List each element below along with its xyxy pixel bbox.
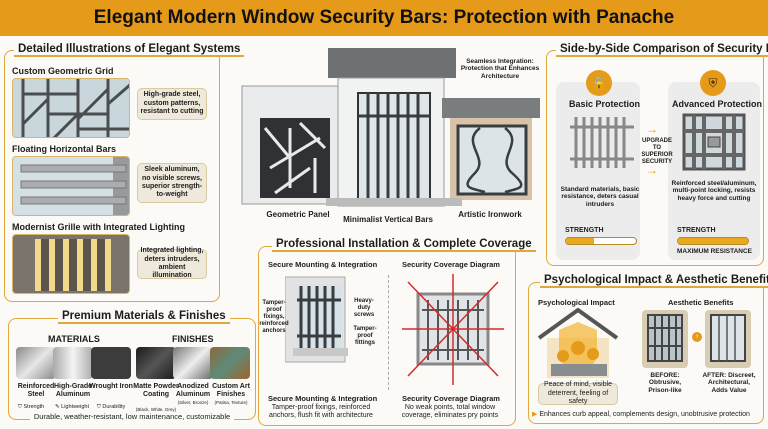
shield-icon: ⛉ [17, 404, 22, 410]
artistic-ironwork [456, 124, 528, 196]
strength-fill [566, 238, 594, 244]
advanced-strength-bar [677, 237, 749, 245]
illustrations-title: Detailed Illustrations of Elegant System… [14, 43, 245, 57]
building-label: Geometric Panel [266, 210, 330, 219]
coverage-heading: Security Coverage Diagram [402, 260, 500, 269]
anodized-swatch [173, 347, 213, 379]
basic-card [556, 82, 640, 260]
footer-text: Enhances curb appeal, complements design… [539, 411, 750, 418]
basic-bars-icon [570, 117, 634, 168]
art-finish-swatch [210, 347, 250, 379]
family-house-illustration [537, 308, 619, 378]
badge-text: Durability [102, 404, 126, 410]
building-label: Minimalist Vertical Bars [343, 215, 433, 224]
mounting-caption-title: Secure Mounting & Integration [268, 394, 378, 403]
steel-swatch [16, 347, 56, 379]
material-label: High-Grade Aluminum [53, 383, 93, 399]
page-title: Elegant Modern Window Security Bars: Pro… [93, 7, 675, 28]
upgrade-label: UPGRADE TO SUPERIOR SECURITY [641, 138, 673, 165]
coverage-diagram [402, 274, 504, 385]
horizontal-bars-image [12, 156, 130, 216]
materials-title: Premium Materials & Finishes [58, 310, 230, 324]
impact-heading: Psychological Impact [538, 298, 615, 307]
finish-label: Anodized Aluminum [175, 383, 211, 399]
mounting-label: Tamper-proof fixings, reinforced anchors [259, 300, 289, 334]
lightweight-badge: ✎ Lightweight [50, 404, 94, 410]
mounting-caption: Tamper-proof fixings, reinforced anchors… [269, 404, 373, 420]
advanced-bars-icon [682, 113, 746, 171]
mounting-diagram [285, 276, 348, 363]
building-illustration [241, 48, 540, 207]
lit-grille-image [12, 234, 130, 294]
divider [388, 275, 389, 390]
finish-label: Matte Powder Coating [133, 383, 179, 399]
material-label: Wrought Iron [89, 383, 133, 390]
arrow-right-icon: ▶ [532, 411, 538, 418]
item-title: Custom Geometric Grid [12, 66, 114, 76]
title-banner: Elegant Modern Window Security Bars: Pro… [0, 0, 768, 36]
geometric-grid-image [12, 78, 130, 138]
psychology-footer: ▶ Enhances curb appeal, complements desi… [532, 410, 750, 418]
shield-icon: ⛉ [96, 404, 101, 410]
callout: Integrated lighting, deters intruders, a… [137, 247, 207, 279]
psychology-title: Psychological Impact & Aesthetic Benefit… [540, 274, 768, 288]
coverage-caption: No weak points, total window coverage, e… [401, 404, 499, 420]
aesthetic-heading: Aesthetic Benefits [668, 298, 734, 307]
max-resistance-label: MAXIMUM RESISTANCE [677, 248, 752, 255]
strength-label: STRENGTH [677, 227, 716, 234]
basic-strength-bar [565, 237, 637, 245]
geometric-panel [260, 118, 330, 198]
strength-fill [678, 238, 748, 244]
material-label: Reinforced Steel [17, 383, 55, 399]
building-label: Artistic Ironwork [458, 210, 522, 219]
after-window [705, 310, 751, 368]
installation-title: Professional Installation & Complete Cov… [272, 238, 536, 252]
finish-label: Custom Art Finishes [212, 383, 250, 399]
padlock-icon: 🔒 [586, 70, 612, 96]
integration-callout: Seamless Integration: Protection that En… [460, 58, 540, 80]
item-title: Modernist Grille with Integrated Lightin… [12, 222, 185, 232]
coverage-caption-title: Security Coverage Diagram [402, 394, 500, 403]
mounting-label: Heavy-duty screws [353, 298, 375, 318]
strength-badge: ⛉ Strength [10, 404, 52, 410]
feather-icon: ✎ [55, 404, 60, 410]
shield-icon: ⛨ [700, 70, 726, 96]
callout: High-grade steel, custom patterns, resis… [137, 88, 207, 120]
advanced-desc: Reinforced steel/aluminum, multi-point l… [671, 180, 757, 202]
durability-badge: ⛉ Durability [90, 404, 132, 410]
materials-footer: Durable, weather-resistant, low maintena… [30, 412, 234, 422]
finish-detail: (Silver, Bronze) [177, 400, 209, 405]
badge-text: Lightweight [61, 404, 89, 410]
arrow-right-icon: → [646, 163, 658, 177]
finish-detail: (Patina, Texture) [214, 400, 248, 405]
impact-caption: Peace of mind, visible deterrent, feelin… [538, 381, 618, 405]
arrow-right-icon: › [692, 332, 702, 342]
basic-desc: Standard materials, basic resistance, de… [560, 186, 640, 208]
mounting-label: Tamper-proof fittings [353, 326, 377, 346]
strength-label: STRENGTH [565, 227, 604, 234]
item-title: Floating Horizontal Bars [12, 144, 117, 154]
matte-coating-swatch [136, 347, 176, 379]
materials-heading: MATERIALS [48, 334, 100, 344]
mounting-heading: Secure Mounting & Integration [268, 260, 378, 269]
before-label: BEFORE: Obtrusive, Prison-like [648, 372, 682, 394]
comparison-title: Side-by-Side Comparison of Security Leve… [556, 43, 768, 57]
finishes-heading: FINISHES [172, 334, 214, 344]
advanced-card [668, 82, 760, 260]
aluminum-swatch [53, 347, 93, 379]
after-label: AFTER: Discreet, Architectural, Adds Val… [702, 372, 756, 394]
advanced-title: Advanced Protection [672, 99, 763, 109]
wrought-iron-swatch [91, 347, 131, 379]
basic-title: Basic Protection [569, 99, 641, 109]
before-window [642, 310, 688, 368]
callout: Sleek aluminum, no visible screws, super… [137, 163, 207, 203]
finish-detail: (Black, White, Grey) [135, 407, 177, 412]
arrow-right-icon: → [646, 122, 658, 136]
badge-text: Strength [23, 404, 45, 410]
